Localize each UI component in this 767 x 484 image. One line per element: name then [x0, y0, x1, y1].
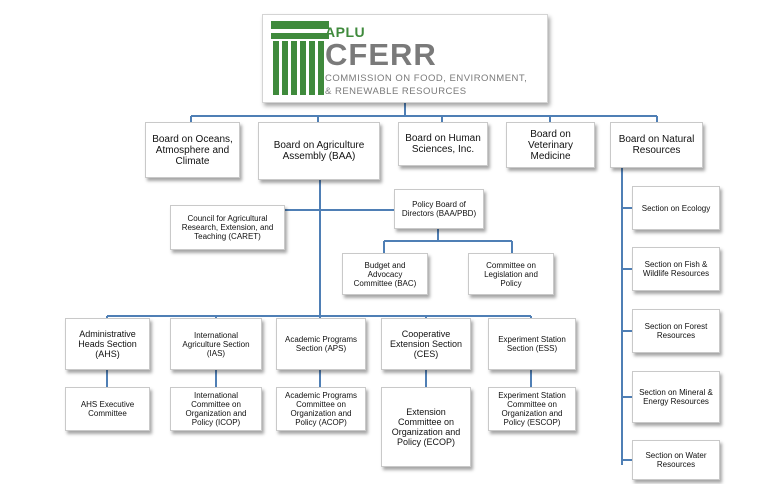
- policy-board-of-directors: Policy Board of Directors (BAA/PBD): [394, 189, 484, 229]
- board-agriculture-assembly: Board on Agriculture Assembly (BAA): [258, 122, 380, 180]
- caret-council: Council for Agricultural Research, Exten…: [170, 205, 285, 250]
- board-veterinary-medicine: Board on Veterinary Medicine: [506, 122, 595, 168]
- section-water: Section on Water Resources: [632, 440, 720, 480]
- board-oceans-atmosphere-climate: Board on Oceans, Atmosphere and Climate: [145, 122, 240, 178]
- board-natural-resources: Board on Natural Resources: [610, 122, 703, 168]
- logo-aplu-text: APLU: [325, 24, 366, 40]
- committee-legislation-policy: Committee on Legislation and Policy: [468, 253, 554, 295]
- acop-committee: Academic Programs Committee on Organizat…: [276, 387, 366, 431]
- budget-advocacy-committee: Budget and Advocacy Committee (BAC): [342, 253, 428, 295]
- ahs-executive-committee: AHS Executive Committee: [65, 387, 150, 431]
- section-aps: Academic Programs Section (APS): [276, 318, 366, 370]
- section-ces: Cooperative Extension Section (CES): [381, 318, 471, 370]
- ecop-committee: Extension Committee on Organization and …: [381, 387, 471, 467]
- section-forest: Section on Forest Resources: [632, 309, 720, 353]
- section-ahs: Administrative Heads Section (AHS): [65, 318, 150, 370]
- escop-committee: Experiment Station Committee on Organiza…: [488, 387, 576, 431]
- logo-subtitle-line1: COMMISSION ON FOOD, ENVIRONMENT,: [325, 73, 528, 84]
- board-human-sciences: Board on Human Sciences, Inc.: [398, 122, 488, 166]
- section-ias: International Agriculture Section (IAS): [170, 318, 262, 370]
- logo-cferr-text: CFERR: [325, 37, 437, 72]
- icop-committee: International Committee on Organization …: [170, 387, 262, 431]
- logo-subtitle-line2: & RENEWABLE RESOURCES: [325, 86, 467, 97]
- section-mineral-energy: Section on Mineral & Energy Resources: [632, 371, 720, 423]
- section-ess: Experiment Station Section (ESS): [488, 318, 576, 370]
- connector-lines: [106, 103, 658, 465]
- logo-pediment: [271, 21, 329, 29]
- section-fish-wildlife: Section on Fish & Wildlife Resources: [632, 247, 720, 291]
- aplu-cferr-logo: APLU CFERR COMMISSION ON FOOD, ENVIRONME…: [262, 14, 548, 103]
- section-ecology: Section on Ecology: [632, 186, 720, 230]
- logo-columns-icon: [271, 33, 329, 95]
